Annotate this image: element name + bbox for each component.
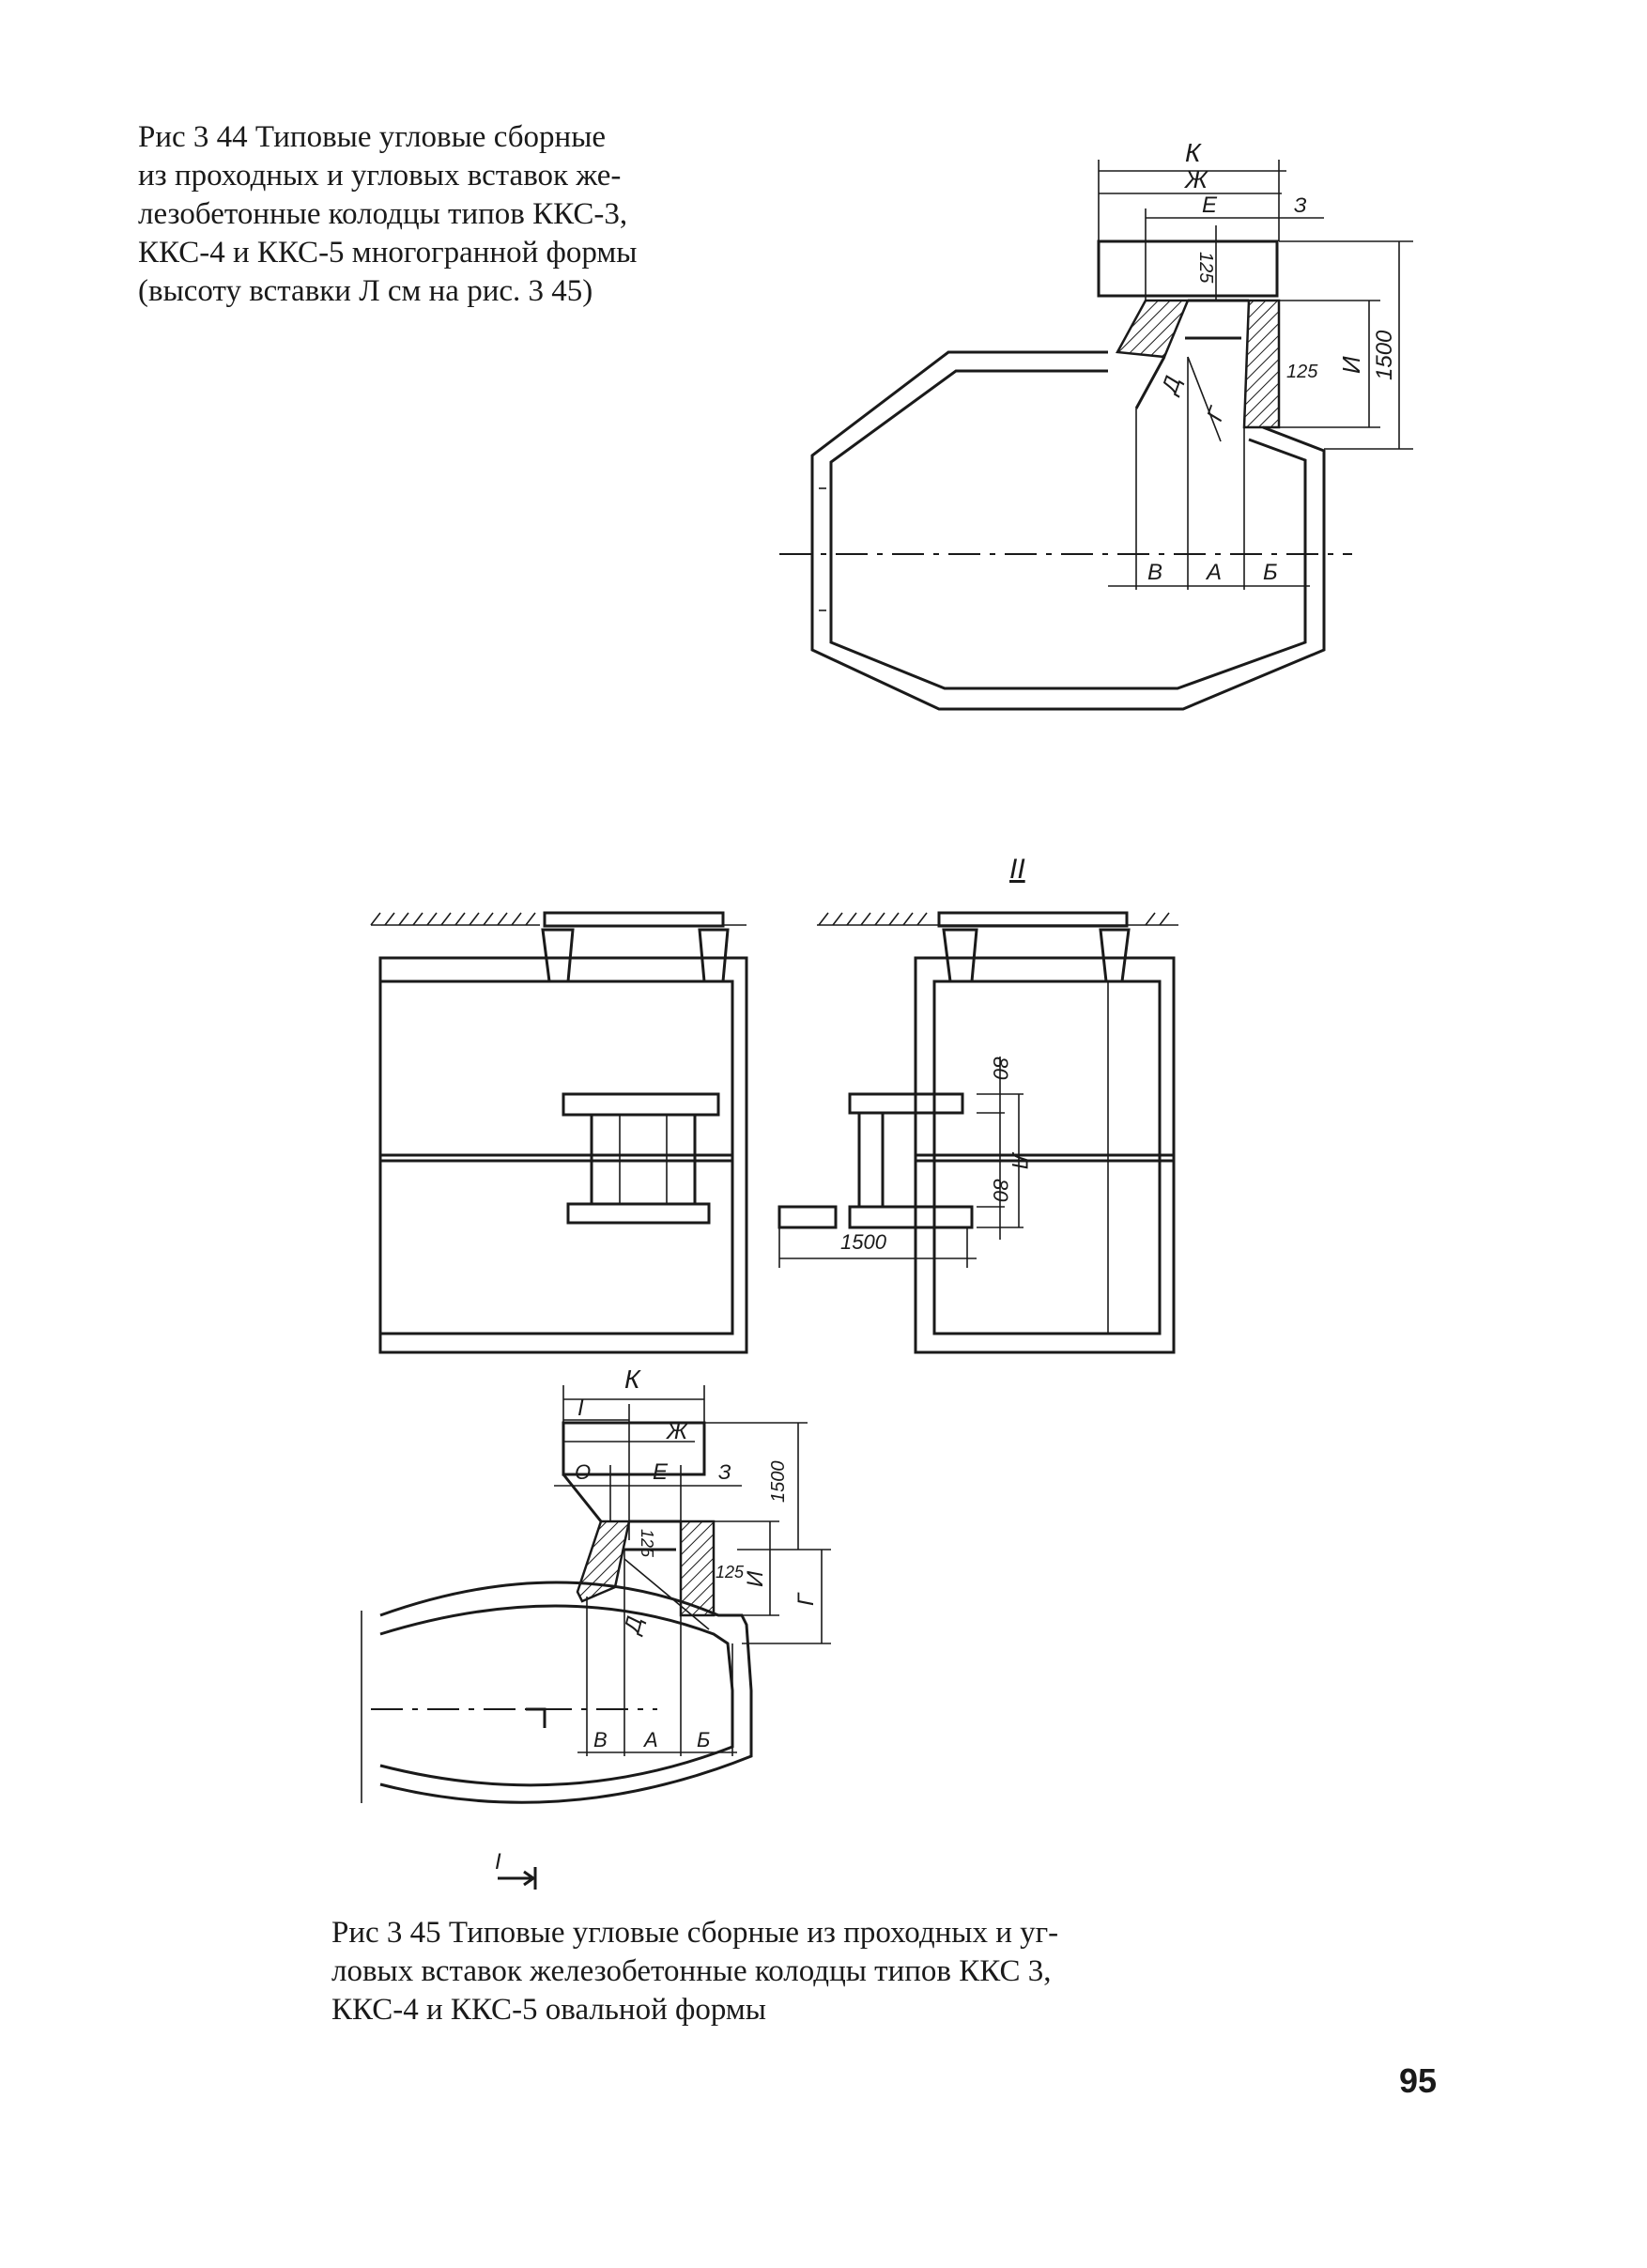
label-g: Г bbox=[793, 1592, 819, 1606]
label-v: В bbox=[593, 1728, 608, 1751]
hatch-cover bbox=[543, 911, 725, 928]
page-number: 95 bbox=[1399, 2061, 1438, 2100]
label-i: И bbox=[1337, 356, 1365, 374]
neck-right bbox=[1099, 928, 1131, 983]
chamber-inner bbox=[378, 980, 734, 1335]
insert-bottom-slab bbox=[848, 1205, 974, 1229]
label-k: К bbox=[1185, 138, 1202, 167]
figure-345-caption: Рис 3 45 Типовые угловые сборные из прох… bbox=[331, 1914, 1233, 2029]
label-k: К bbox=[624, 1365, 641, 1394]
ground-hatch bbox=[818, 912, 1170, 926]
figure-344-caption: Рис 3 44 Типовые угловые сборные из прох… bbox=[138, 118, 739, 311]
oval-inner-wall bbox=[379, 1604, 734, 1787]
label-125-left: 125 bbox=[638, 1529, 656, 1558]
caption-line: ККС-4 и ККС-5 многогранной формы bbox=[138, 236, 638, 270]
pipe-stub bbox=[777, 1205, 838, 1229]
label-a: А bbox=[642, 1728, 658, 1751]
oval-outer-wall bbox=[379, 1581, 753, 1804]
label-125-right: 125 bbox=[716, 1563, 745, 1581]
label-z: З bbox=[1294, 193, 1307, 217]
figure-345-plan: К I Ж О Е З 1500 125 125 И Г Д В А Б I bbox=[361, 1365, 831, 1890]
insert-section-line bbox=[623, 1558, 710, 1630]
label-80-bottom: 80 bbox=[989, 1179, 1012, 1202]
label-80-top: 80 bbox=[989, 1057, 1012, 1080]
section-arrow bbox=[498, 1867, 537, 1890]
label-1500: 1500 bbox=[1372, 330, 1397, 380]
caption-line: ККС-4 и ККС-5 овальной формы bbox=[331, 1993, 766, 2027]
label-l: Л bbox=[1007, 1151, 1032, 1169]
label-1500: 1500 bbox=[768, 1461, 789, 1504]
label-b: Б bbox=[697, 1728, 710, 1751]
well-inner-wall bbox=[829, 369, 1307, 690]
label-zh: Ж bbox=[1183, 165, 1209, 193]
label-d: Д bbox=[1156, 373, 1186, 399]
insert-cap bbox=[1097, 239, 1279, 298]
insert-inner-line bbox=[1134, 356, 1166, 409]
label-d: Д bbox=[619, 1613, 648, 1638]
well-outer-wall bbox=[810, 350, 1326, 711]
label-o: О bbox=[575, 1460, 591, 1484]
insert-top-slab bbox=[848, 1092, 964, 1115]
caption-line: Рис 3 45 Типовые угловые сборные из прох… bbox=[331, 1916, 1059, 1950]
insert-section-line bbox=[1187, 356, 1222, 442]
label-b: Б bbox=[1263, 560, 1278, 585]
label-i-letter: И bbox=[743, 1570, 768, 1587]
hatched-wall-left bbox=[576, 1520, 631, 1603]
hatch-cover bbox=[937, 911, 1129, 928]
insert-top-slab bbox=[562, 1092, 720, 1117]
label-i-top: I bbox=[577, 1396, 584, 1421]
neck-left bbox=[541, 928, 575, 983]
label-e: Е bbox=[1202, 193, 1218, 218]
caption-line: лезобетонные колодцы типов ККС-3, bbox=[138, 197, 628, 231]
axis-marker bbox=[526, 1707, 546, 1728]
neck-right bbox=[698, 928, 730, 983]
caption-line: (высоту вставки Л см на рис. 3 45) bbox=[138, 274, 593, 308]
hatched-wall-left bbox=[1116, 299, 1190, 359]
neck-left bbox=[942, 928, 978, 983]
figure-345-elevation-right: II 80 Л 80 1500 bbox=[777, 854, 1178, 1354]
figure-344-drawing: К Ж Е З 125 125 И 1500 Д Г В А Б bbox=[779, 138, 1413, 711]
label-125-top: 125 bbox=[1195, 252, 1216, 284]
caption-line: Рис 3 44 Типовые угловые сборные bbox=[138, 120, 607, 154]
label-i-bottom: I bbox=[495, 1849, 501, 1875]
insert-bottom-slab bbox=[566, 1202, 711, 1225]
label-e: Е bbox=[653, 1459, 669, 1485]
label-a: А bbox=[1205, 560, 1222, 585]
hatched-wall-right bbox=[1242, 299, 1281, 429]
figure-345-elevation-left bbox=[370, 911, 748, 1354]
label-zh: Ж bbox=[666, 1419, 689, 1444]
label-g: Г bbox=[1202, 403, 1231, 424]
hatched-wall-right bbox=[679, 1520, 716, 1617]
label-125-right: 125 bbox=[1286, 362, 1318, 382]
label-1500: 1500 bbox=[840, 1230, 887, 1254]
label-z: З bbox=[718, 1460, 731, 1484]
caption-line: ловых вставок железобетонные колодцы тип… bbox=[331, 1954, 1052, 1988]
insert-taper bbox=[562, 1473, 603, 1522]
insert-post bbox=[857, 1111, 885, 1209]
label-v: В bbox=[1147, 560, 1162, 585]
chamber-inner bbox=[932, 980, 1162, 1335]
caption-line: из проходных и угловых вставок же- bbox=[138, 159, 622, 193]
ground-hatch bbox=[370, 912, 536, 926]
section-label-ii: II bbox=[1009, 854, 1025, 885]
insert-cap bbox=[562, 1421, 706, 1476]
